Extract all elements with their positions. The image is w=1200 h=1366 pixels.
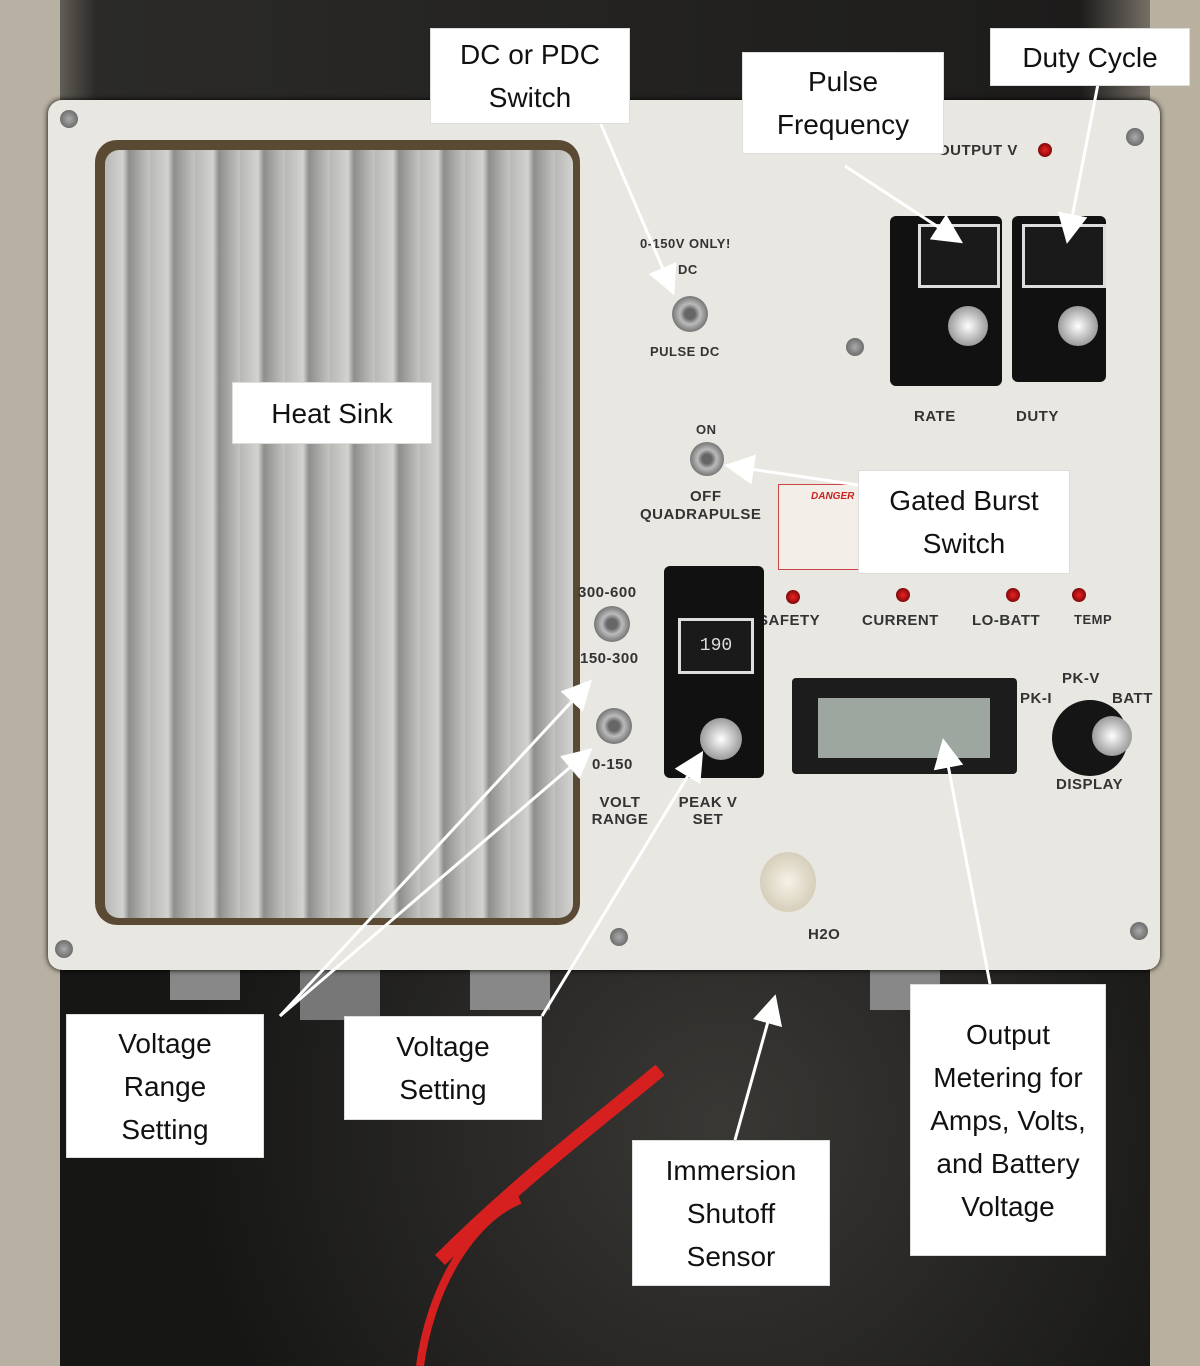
- rate-label: RATE: [914, 408, 956, 425]
- screw-icon: [1126, 128, 1144, 146]
- range-0-150-label: 0-150: [592, 756, 633, 773]
- duty-knob[interactable]: [1058, 306, 1098, 346]
- callout-heat-sink: Heat Sink: [232, 382, 432, 444]
- display-knob[interactable]: [1092, 716, 1132, 756]
- dc-warning-label: 0-150V ONLY!: [640, 236, 731, 251]
- off-label: OFF: [690, 488, 722, 505]
- range-toggle-high[interactable]: [594, 606, 630, 642]
- duty-label: DUTY: [1016, 408, 1059, 425]
- volt-range-toggle[interactable]: [596, 708, 632, 744]
- quadrapulse-label: QUADRAPULSE: [640, 506, 762, 523]
- batt-label: BATT: [1112, 690, 1153, 707]
- screw-icon: [55, 940, 73, 958]
- output-v-label: OUTPUT V: [938, 142, 1018, 159]
- rate-knob[interactable]: [948, 306, 988, 346]
- callout-output-metering: Output Metering for Amps, Volts, and Bat…: [910, 984, 1106, 1256]
- callout-pulse-frequency: Pulse Frequency: [742, 52, 944, 154]
- temp-label: TEMP: [1074, 612, 1113, 627]
- callout-dc-pdc-switch: DC or PDC Switch: [430, 28, 630, 124]
- dc-pdc-toggle[interactable]: [672, 296, 708, 332]
- callout-duty-cycle: Duty Cycle: [990, 28, 1190, 86]
- pk-i-label: PK-I: [1020, 690, 1052, 707]
- callout-voltage-range-setting: Voltage Range Setting: [66, 1014, 264, 1158]
- output-v-led: [1038, 143, 1052, 157]
- screw-icon: [1130, 922, 1148, 940]
- gated-burst-toggle[interactable]: [690, 442, 724, 476]
- peak-v-set-label: PEAK V SET: [678, 794, 738, 828]
- current-led: [896, 588, 910, 602]
- range-300-600-label: 300-600: [578, 584, 637, 601]
- cables: [170, 960, 940, 1366]
- pulse-dc-label: PULSE DC: [650, 344, 720, 359]
- screw-icon: [60, 110, 78, 128]
- safety-led: [786, 590, 800, 604]
- callout-immersion-shutoff-sensor: Immersion Shutoff Sensor: [632, 1140, 830, 1286]
- peak-v-counter: 190: [678, 618, 754, 674]
- lo-batt-led: [1006, 588, 1020, 602]
- h2o-label: H2O: [808, 926, 841, 943]
- display-label: DISPLAY: [1056, 776, 1124, 793]
- lo-batt-label: LO-BATT: [972, 612, 1041, 629]
- pk-v-label: PK-V: [1062, 670, 1100, 687]
- dc-label: DC: [678, 262, 698, 277]
- screw-icon: [610, 928, 628, 946]
- heat-sink: [105, 150, 573, 918]
- callout-gated-burst-switch: Gated Burst Switch: [858, 470, 1070, 574]
- temp-led: [1072, 588, 1086, 602]
- volt-range-label: VOLT RANGE: [591, 794, 649, 828]
- safety-label: SAFETY: [758, 612, 821, 629]
- peak-v-knob[interactable]: [700, 718, 742, 760]
- screw-icon: [846, 338, 864, 356]
- callout-voltage-setting: Voltage Setting: [344, 1016, 542, 1120]
- current-label: CURRENT: [862, 612, 939, 629]
- range-150-300-label: 150-300: [580, 650, 639, 667]
- on-label: ON: [696, 422, 717, 437]
- immersion-sensor-button: [760, 852, 816, 912]
